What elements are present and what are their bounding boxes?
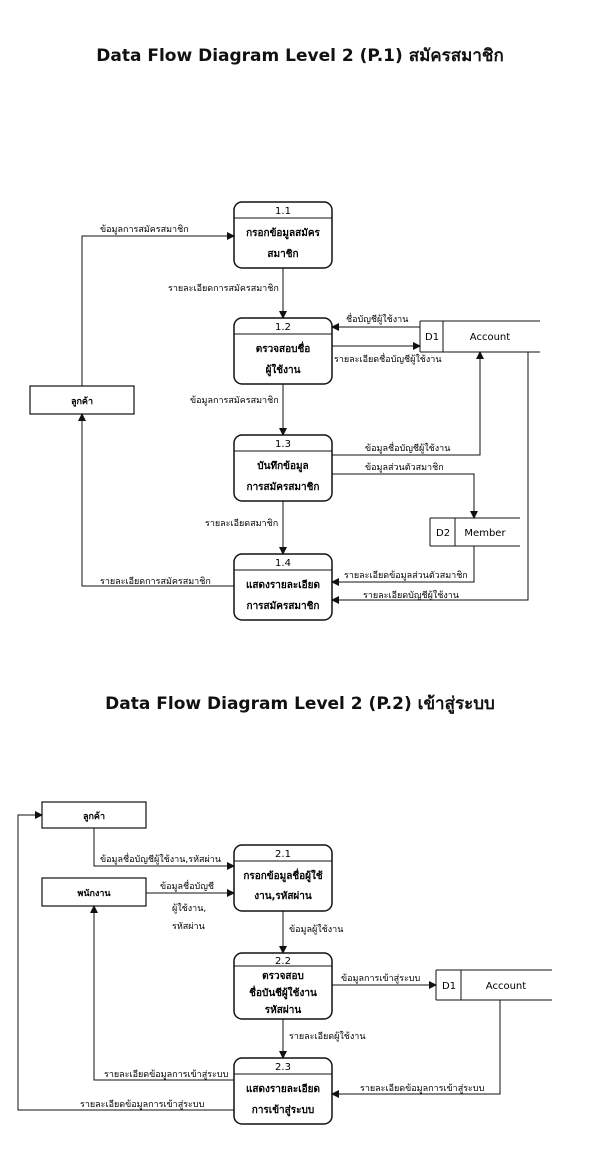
- process-name-line: ผู้ใช้งาน: [266, 363, 301, 377]
- datastore-id: D1: [442, 981, 456, 992]
- process-number: 1.1: [275, 206, 291, 217]
- process-2-2: 2.2 ตรวจสอบ ชื่อบันชีผู้ใช้งาน รหัสผ่าน: [233, 952, 333, 1020]
- flow-label: ข้อมูลผู้ใช้งาน: [289, 924, 343, 935]
- flow-label: รายละเอียดสมาชิก: [205, 518, 278, 529]
- flow-label: ข้อมูลชื่อบัญชีผู้ใช้งาน: [365, 441, 450, 454]
- flow-arrow: [81, 232, 235, 386]
- flow-label: ข้อมูลชื่อบัญชีผู้ใช้งาน,รหัสผ่าน: [100, 852, 221, 865]
- datastore-d1-account: D1 Account: [419, 320, 540, 353]
- flow-label: ชื่อบัญชีผู้ใช้งาน: [346, 312, 408, 325]
- flow-label: ข้อมูลส่วนตัวสมาชิก: [365, 462, 444, 473]
- datastore-name: Account: [486, 981, 526, 992]
- flow-label: ข้อมูลการเข้าสู่ระบบ: [341, 973, 420, 984]
- process-2-3: 2.3 แสดงรายละเอียด การเข้าสู่ระบบ: [233, 1057, 333, 1125]
- flow-arrow: [332, 351, 484, 456]
- diagram2-title: Data Flow Diagram Level 2 (P.2) เข้าสู่ร…: [105, 694, 495, 714]
- process-name-line: แสดงรายละเอียด: [246, 579, 320, 591]
- flow-label: รายละเอียดผู้ใช้งาน: [289, 1031, 366, 1042]
- flow-arrow: [17, 811, 234, 1111]
- process-name-line: บันทึกข้อมูล: [257, 460, 308, 473]
- process-name-line: การสมัครสมาชิก: [247, 600, 320, 612]
- process-name-line: ตรวจสอบ: [262, 971, 304, 982]
- process-name-line: กรอกข้อมูลสมัคร: [246, 227, 320, 240]
- process-name-line: ตรวจสอบชื่อ: [256, 341, 311, 355]
- flow-label: รายละเอียดการสมัครสมาชิก: [100, 576, 211, 587]
- flow-arrow: [332, 473, 478, 519]
- flow-label: ข้อมูลชื่อบัญชี: [160, 879, 214, 892]
- flow-label: รายละเอียดข้อมูลส่วนตัวสมาชิก: [344, 570, 468, 581]
- entity-staff: พนักงาน: [41, 877, 147, 907]
- flow-label: รายละเอียดชื่อบัญชีผู้ใช้งาน: [334, 352, 442, 365]
- process-name-line: กรอกข้อมูลชื่อผู้ใช้: [243, 868, 323, 883]
- process-number: 2.2: [275, 956, 291, 967]
- process-name-line: งาน,รหัสผ่าน: [254, 890, 312, 902]
- process-name-line: สมาชิก: [267, 248, 298, 260]
- entity-label: ลูกค้า: [83, 811, 105, 822]
- entity-label: ลูกค้า: [71, 396, 93, 407]
- process-number: 2.3: [275, 1062, 291, 1073]
- datastore-name: Member: [464, 528, 506, 539]
- process-name-line: แสดงรายละเอียด: [246, 1083, 320, 1095]
- flow-label: รหัสผ่าน: [172, 922, 205, 932]
- process-number: 2.1: [275, 849, 291, 860]
- process-1-1: 1.1 กรอกข้อมูลสมัคร สมาชิก: [233, 201, 333, 269]
- process-name-line: รหัสผ่าน: [265, 1004, 302, 1016]
- datastore-id: D2: [436, 528, 450, 539]
- process-1-4: 1.4 แสดงรายละเอียด การสมัครสมาชิก: [233, 553, 333, 621]
- process-1-2: 1.2 ตรวจสอบชื่อ ผู้ใช้งาน: [233, 317, 333, 385]
- diagram1-title: Data Flow Diagram Level 2 (P.1) สมัครสมา…: [96, 46, 504, 66]
- flow-label: ผู้ใช้งาน,: [172, 903, 206, 914]
- process-name-line: การเข้าสู่ระบบ: [252, 1104, 314, 1117]
- flow-arrow: [93, 828, 235, 870]
- entity-customer-2: ลูกค้า: [41, 801, 147, 829]
- datastore-d2-member: D2 Member: [429, 517, 520, 547]
- entity-customer-1: ลูกค้า: [29, 385, 135, 415]
- datastore-id: D1: [425, 332, 439, 343]
- flow-arrow: [331, 546, 475, 586]
- flow-label: รายละเอียดข้อมูลการเข้าสู่ระบบ: [80, 1099, 205, 1110]
- flow-arrow: [331, 352, 529, 604]
- process-number: 1.4: [275, 558, 291, 569]
- process-name-line: การสมัครสมาชิก: [247, 481, 320, 493]
- process-1-3: 1.3 บันทึกข้อมูล การสมัครสมาชิก: [233, 434, 333, 502]
- flow-label: รายละเอียดข้อมูลการเข้าสู่ระบบ: [360, 1083, 485, 1094]
- entity-label: พนักงาน: [77, 888, 111, 899]
- flow-label: ข้อมูลการสมัครสมาชิก: [190, 395, 279, 406]
- flow-label: ข้อมูลการสมัครสมาชิก: [100, 224, 189, 235]
- flow-arrow: [90, 905, 234, 1081]
- flow-label: รายละเอียดบัญชีผู้ใช้งาน: [363, 590, 459, 601]
- flow-label: รายละเอียดข้อมูลการเข้าสู่ระบบ: [104, 1069, 229, 1080]
- datastore-name: Account: [470, 332, 510, 343]
- flow-arrow: [331, 1000, 501, 1098]
- flow-label: รายละเอียดการสมัครสมาชิก: [168, 283, 279, 294]
- process-name-line: ชื่อบันชีผู้ใช้งาน: [249, 985, 317, 1000]
- process-number: 1.2: [275, 322, 291, 333]
- process-number: 1.3: [275, 439, 291, 450]
- flow-arrow: [78, 413, 234, 587]
- process-2-1: 2.1 กรอกข้อมูลชื่อผู้ใช้ งาน,รหัสผ่าน: [233, 844, 333, 912]
- datastore-d1-account-2: D1 Account: [435, 969, 552, 1001]
